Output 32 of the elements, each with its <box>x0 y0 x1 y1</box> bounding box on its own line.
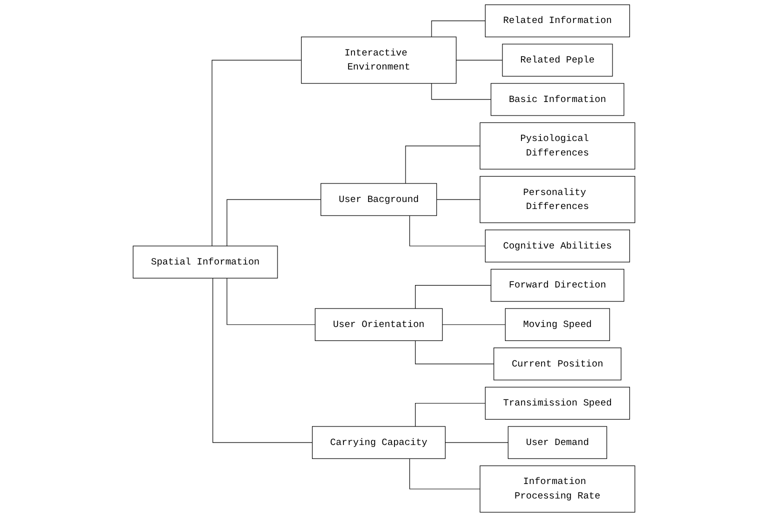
node-box: User Orientation <box>314 308 443 341</box>
connector <box>436 199 480 200</box>
node-box: Transimission Speed <box>484 386 630 420</box>
node-box: Spatial Information <box>132 246 278 278</box>
connector <box>226 199 322 246</box>
node-box: Interactive Environment <box>301 36 456 84</box>
connector <box>226 278 316 325</box>
node-box: Current Position <box>494 348 622 380</box>
node-box: User Bacground <box>320 183 437 216</box>
connector <box>212 60 302 246</box>
connector <box>431 20 486 38</box>
node-box: Information Processing Rate <box>480 465 636 513</box>
connector <box>444 442 508 443</box>
connector <box>212 278 313 443</box>
node-box: User Demand <box>508 426 608 459</box>
connector <box>405 146 480 184</box>
node-box: Related Information <box>484 4 630 38</box>
node-box: Personality Differences <box>480 176 636 224</box>
connector <box>415 340 494 364</box>
node-box: Pysiological Differences <box>480 122 636 170</box>
connector <box>415 402 486 427</box>
node-box: Related Peple <box>502 44 613 77</box>
connector <box>431 83 492 100</box>
connector <box>409 215 486 246</box>
node-box: Carrying Capacity <box>312 426 446 459</box>
connector <box>409 458 480 490</box>
connector <box>442 324 506 325</box>
node-box: Moving Speed <box>504 308 610 341</box>
node-box: Forward Direction <box>490 268 624 302</box>
node-box: Basic Information <box>490 83 624 116</box>
node-box: Cognitive Abilities <box>484 230 630 262</box>
connector <box>415 285 492 309</box>
